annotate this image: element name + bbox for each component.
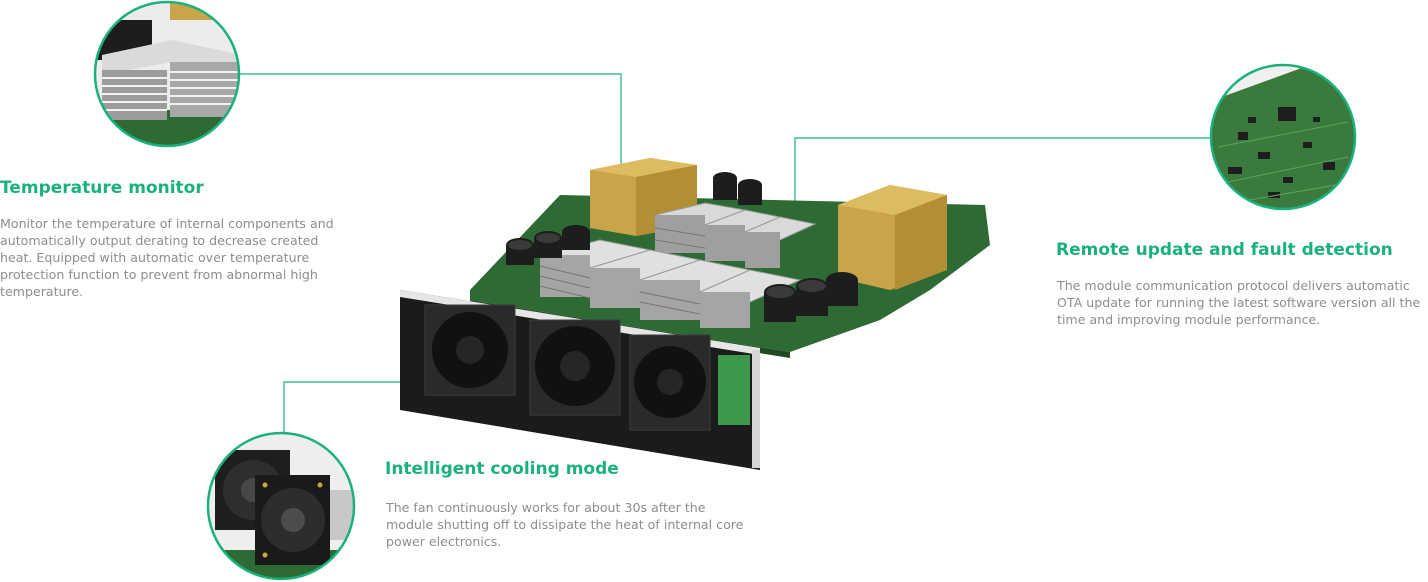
feature-description-cooling: The fan continuously works for about 30s… <box>386 500 744 549</box>
cooling-fan-closeup-icon <box>206 431 356 581</box>
circuit-board-closeup-icon <box>1209 63 1357 211</box>
callout-line-remote <box>794 137 1212 209</box>
feature-title-remote-update: Remote update and fault detection <box>1056 240 1393 260</box>
feature-description-remote-update: The module communication protocol delive… <box>1057 278 1421 327</box>
power-module-illustration <box>400 158 990 470</box>
feature-title-temperature: Temperature monitor <box>0 178 204 198</box>
feature-title-cooling: Intelligent cooling mode <box>385 459 619 479</box>
feature-description-temperature: Monitor the temperature of internal comp… <box>0 216 334 299</box>
heatsink-closeup-icon <box>93 0 241 148</box>
